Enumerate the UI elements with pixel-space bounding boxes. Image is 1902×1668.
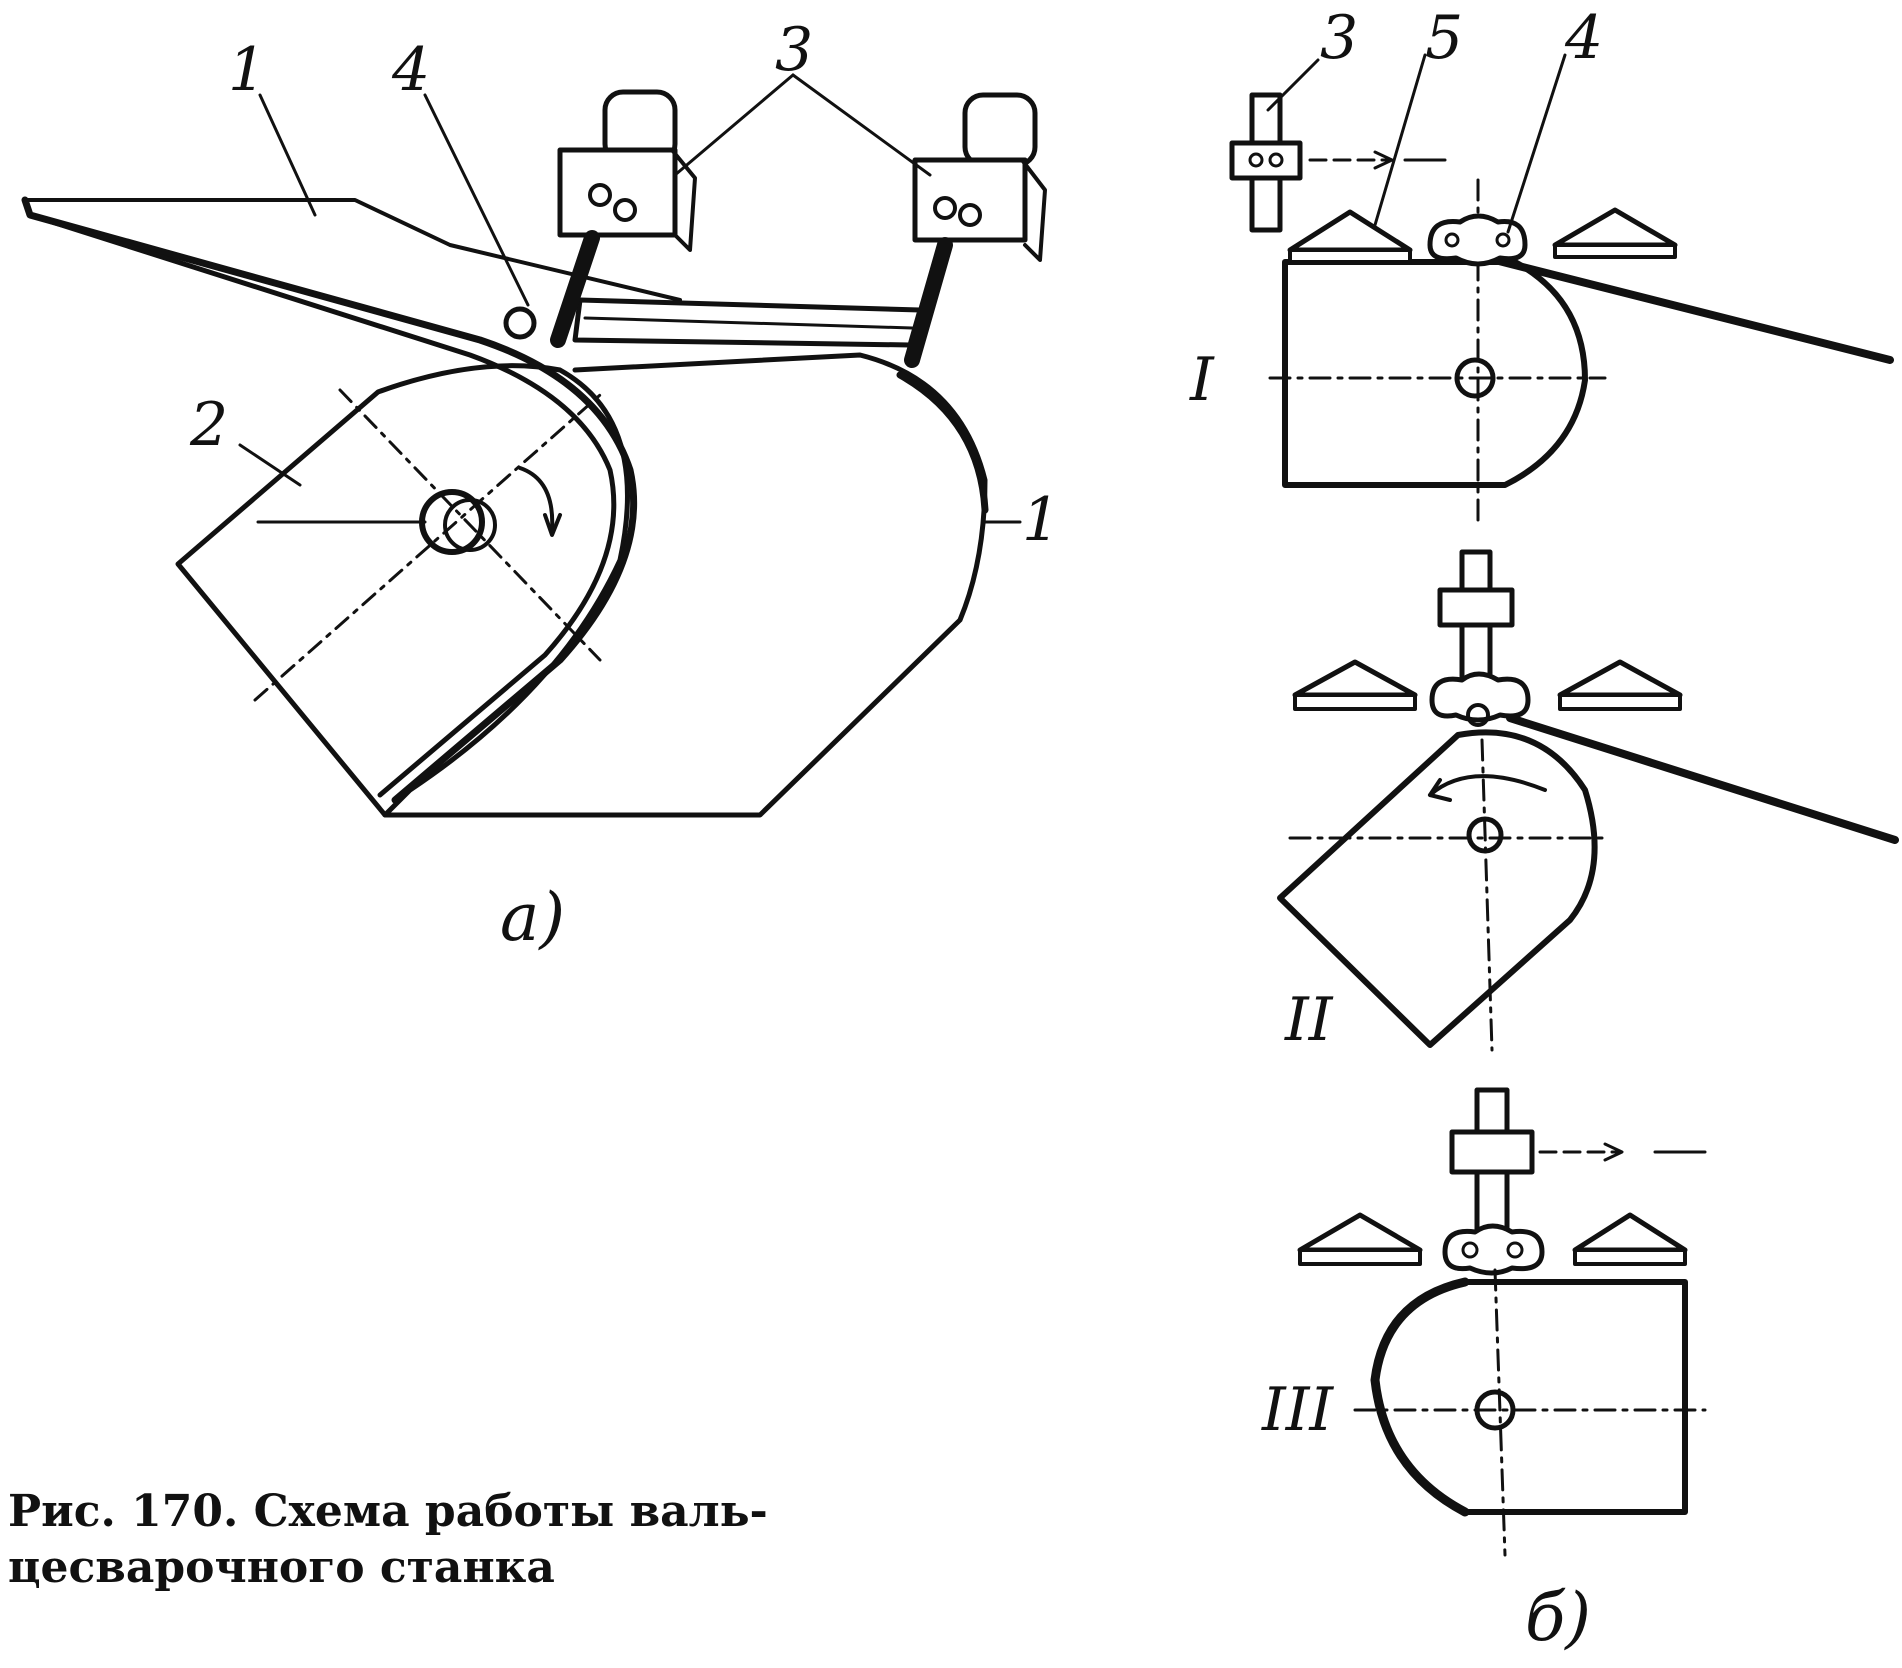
subfigure-b [1229,53,1899,1557]
callout-a-3: 3 [775,15,813,85]
stage-label-III: III [1261,1375,1334,1445]
subfigure-a [21,73,1047,818]
subfigure-a-labels: 1 4 3 2 1 а) [189,15,1060,956]
figure-caption: Рис. 170. Схема работы валь- цесварочног… [8,1484,868,1596]
subfigure-b-label: б) [1525,1579,1591,1656]
rotation-arrow-a [518,466,555,532]
caption-line-2: цесварочного станка [8,1542,555,1593]
shell-right-arc [896,371,989,514]
shell-right [382,352,988,818]
roller-body [175,363,630,818]
callout-a-2: 2 [189,390,228,460]
callout-b-4: 4 [1564,3,1603,73]
sheet-strip [21,196,638,804]
callout-a-4: 4 [391,35,430,105]
welding-head-right [904,92,1047,368]
stage-III [1297,1087,1707,1557]
sheet-strip-inner [27,212,617,798]
stage-label-I: I [1189,345,1215,415]
caption-line-1: Рис. 170. Схема работы валь- [8,1486,768,1537]
callout-b-3: 3 [1320,3,1358,73]
subfigure-b-labels: 3 5 4 I II III б) [1189,3,1603,1656]
welding-head-left [550,89,697,348]
electrode-roller-a [503,306,537,340]
callout-a-1-right: 1 [1022,485,1060,555]
callout-b-5: 5 [1425,3,1463,73]
stage-I [1229,53,1894,522]
sheet-top-plate [23,198,682,302]
subfigure-a-label: а) [500,879,565,956]
callout-a-1-top: 1 [228,35,266,105]
stage-II [1277,549,1899,1052]
stage-label-II: II [1284,985,1334,1055]
